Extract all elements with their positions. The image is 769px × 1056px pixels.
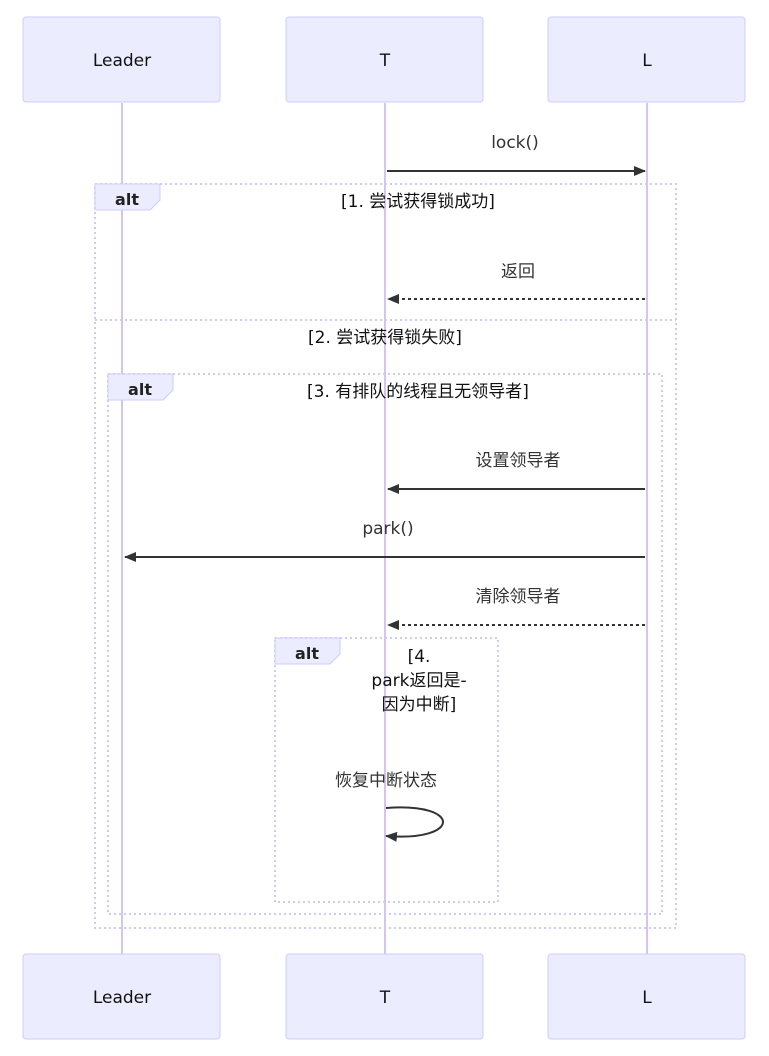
message-label: 恢复中断状态 [335,771,437,791]
message-restore-interrupt: 恢复中断状态 [335,771,444,842]
actor-leader-top[interactable]: Leader [22,16,221,103]
alt-frame-outer: alt [1. 尝试获得锁成功] [2. 尝试获得锁失败] [94,183,677,929]
actor-t-bottom[interactable]: T [285,953,484,1040]
message-park: park() [124,519,645,562]
alt-frame-middle: alt [3. 有排队的线程且无领导者] [107,373,663,915]
message-lock: lock() [387,133,646,176]
actor-label: Leader [93,988,151,1008]
frame-condition-line-1: [4. [408,647,431,667]
actor-l-top[interactable]: L [547,16,746,103]
actor-l-bottom[interactable]: L [547,953,746,1040]
message-label: park() [362,519,413,539]
message-label: 清除领导者 [476,587,561,607]
actor-label: T [379,988,391,1008]
actor-label: Leader [93,51,151,71]
actor-t-top[interactable]: T [285,16,484,103]
actor-leader-bottom[interactable]: Leader [22,953,221,1040]
frame-condition: [1. 尝试获得锁成功] [341,192,495,212]
frame-condition: [3. 有排队的线程且无领导者] [307,382,529,402]
message-set-leader: 设置领导者 [387,451,645,494]
message-label: lock() [491,133,539,153]
message-label: 返回 [501,262,535,282]
message-label: 设置领导者 [476,451,561,471]
actor-label: L [642,988,652,1008]
message-clear-leader: 清除领导者 [387,587,645,630]
actor-label: L [642,51,652,71]
frame-keyword: alt [128,380,152,399]
frame-else-condition: [2. 尝试获得锁失败] [308,328,462,348]
frame-keyword: alt [295,644,319,663]
alt-frame-inner: alt [4. park返回是- 因为中断] [274,637,499,903]
frame-keyword: alt [115,190,139,209]
message-return: 返回 [387,262,645,304]
actor-label: T [379,51,391,71]
frame-condition-line-2: park返回是- [371,671,466,691]
frame-condition-line-3: 因为中断] [382,695,457,715]
